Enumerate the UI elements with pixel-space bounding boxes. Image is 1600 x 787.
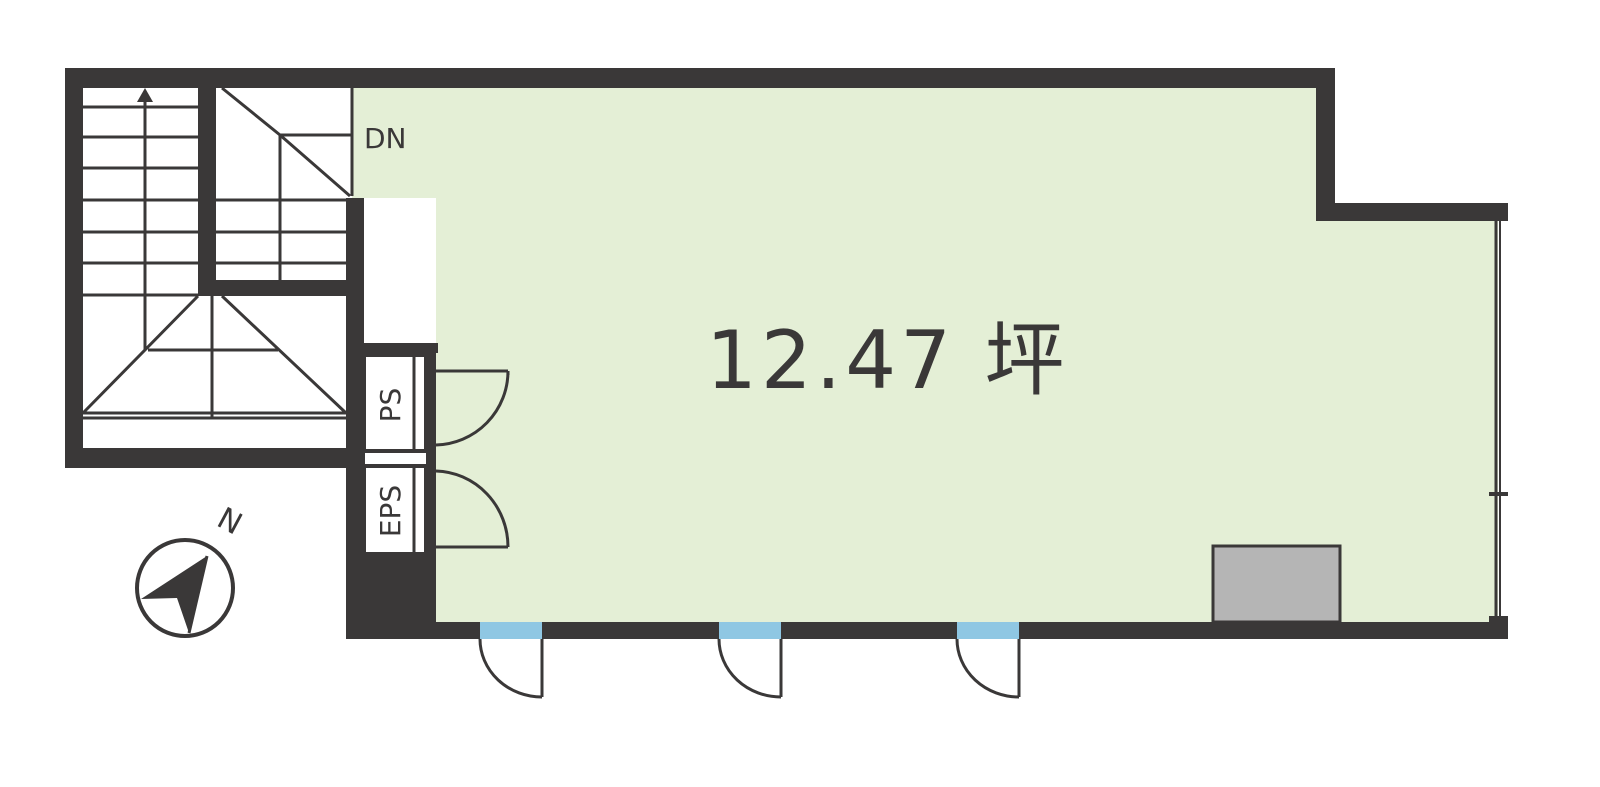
door-2 — [717, 622, 783, 699]
door-eps — [435, 469, 510, 549]
stair-flight-right — [216, 86, 354, 280]
walls — [65, 68, 1508, 639]
fixture-box — [1211, 544, 1342, 624]
shaft-eps: EPS — [362, 464, 428, 556]
wall-step-top — [1316, 203, 1508, 221]
right-window-wall — [1489, 203, 1508, 624]
shaft-eps-label: EPS — [374, 485, 407, 537]
wall-core-shaft — [358, 555, 436, 639]
stair-flight-left — [83, 105, 198, 297]
stair-up-arrow — [137, 88, 153, 350]
door-ps — [435, 369, 510, 447]
wall-bottom — [346, 622, 1508, 639]
wall-core-left — [346, 198, 364, 639]
wall-right-upper — [1316, 68, 1335, 214]
wall-top — [65, 68, 1335, 88]
shaft-ps-label: PS — [374, 388, 407, 423]
compass: N — [135, 501, 248, 638]
room-floor — [436, 88, 1498, 624]
entrance-doors — [478, 622, 1021, 699]
stair-direction-label: DN — [364, 122, 407, 155]
core-divider — [426, 343, 436, 622]
compass-needle — [141, 556, 207, 633]
wall-stair-divider — [198, 80, 216, 295]
wall-stair-bottom — [65, 448, 365, 468]
wall-stair-left — [65, 68, 83, 468]
shaft-doors — [435, 369, 510, 549]
door-3 — [955, 622, 1021, 699]
stair-landing — [81, 294, 348, 420]
compass-north-label: N — [211, 501, 247, 542]
door-1 — [478, 622, 544, 699]
staircase — [81, 86, 354, 420]
wall-core-top — [346, 343, 438, 353]
wall-stair-middle — [198, 280, 364, 296]
area-label: 12.47 坪 — [706, 314, 1068, 407]
shaft-ps: PS — [362, 353, 428, 453]
stair-landing-floor — [352, 88, 436, 198]
